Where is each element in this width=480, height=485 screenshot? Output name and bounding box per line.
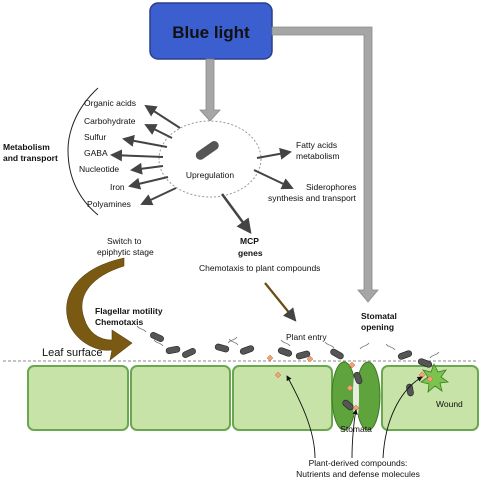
leaf-cell-3 [232,365,333,431]
chemotaxis-label: Chemotaxis to plant compounds [199,263,320,273]
metab-item-4: Nucleotide [79,164,119,174]
motility-arrow [66,257,133,361]
motility-label-2: Chemotaxis [95,317,143,327]
blue-light-title: Blue light [172,23,250,42]
metabolism-arrows [110,104,181,206]
siderophores-label-1: Siderophores [306,182,357,192]
plant-compounds-label-2: Nutrients and defense molecules [296,469,420,479]
leaf-cells [27,365,479,431]
stomata-label: Stomata [340,424,372,434]
stomatal-opening-label-2: opening [361,322,394,332]
metabolism-label-1: Metabolism [3,142,50,152]
stomatal-opening-label-1: Stomatal [361,311,397,321]
mcp-label-1: MCP [240,236,259,246]
plant-compounds-label-1: Plant-derived compounds: [309,458,408,468]
upregulation-circle [158,120,262,198]
metabolism-label-2: and transport [3,153,58,163]
leaf-cell-1 [27,365,129,431]
metab-item-2: Sulfur [84,132,106,142]
compound-arrows [286,375,423,459]
fatty-acids-label-2: metabolism [296,151,339,161]
metab-item-3: GABA [84,148,108,158]
motility-label-1: Flagellar motility [95,306,163,316]
flagella [136,325,440,359]
metab-item-5: Iron [110,182,125,192]
siderophores-label-2: synthesis and transport [268,193,357,203]
metab-item-6: Polyamines [87,199,131,209]
metab-item-1: Carbohydrate [84,116,136,126]
epiphytic-label-2: epiphytic stage [97,247,154,257]
wound-label: Wound [436,399,463,409]
right-arrows [253,147,294,190]
mcp-arrow [220,193,252,235]
mcp-label-2: genes [238,248,263,258]
fatty-acids-label-1: Fatty acids [296,140,337,150]
plant-entry-arrow [264,282,297,322]
leaf-cell-2 [130,365,231,431]
epiphytic-label-1: Switch to [107,236,142,246]
blue-light-arrows [199,26,379,303]
bacteria [150,332,433,411]
leaf-surface-label: Leaf surface [42,347,103,359]
wound-icon [420,363,450,393]
upregulation-label: Upregulation [186,170,234,180]
plant-entry-label: Plant entry [286,332,327,342]
metab-item-0: Organic acids [84,98,136,108]
metabolism-bracket [67,87,99,216]
center-bacterium [195,141,219,160]
plant-compound-dots [266,354,434,412]
